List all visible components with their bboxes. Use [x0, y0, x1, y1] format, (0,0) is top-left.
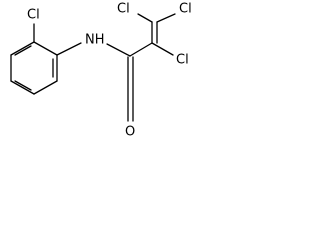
bond-beta-cl-2 — [156, 13, 176, 23]
ring-double-bond-3 — [14, 45, 32, 56]
bond-ring-nh — [56, 42, 82, 56]
bond-carbonyl-alpha — [129, 42, 153, 57]
atom-nh: NH — [85, 33, 105, 48]
ring-bond-1 — [33, 41, 58, 56]
ring-bond-4 — [10, 80, 35, 95]
atom-cl-beta-1: Cl — [117, 2, 130, 17]
structure-canvas: Cl NH O Cl Cl Cl — [0, 0, 222, 151]
molecule-drawing: Cl NH O Cl Cl Cl — [10, 2, 192, 140]
ring-bond-6 — [10, 41, 35, 56]
ring-double-bond-2 — [14, 80, 32, 91]
ring-bond-3 — [33, 80, 58, 95]
bond-beta-cl-1 — [137, 13, 153, 23]
atom-cl-alpha: Cl — [176, 53, 189, 68]
bond-alpha-cl — [151, 42, 174, 56]
bond-nh-carbonyl — [106, 43, 131, 57]
atom-cl-beta-2: Cl — [179, 2, 192, 17]
atom-cl-phenyl: Cl — [27, 8, 40, 23]
atom-o: O — [125, 125, 135, 140]
